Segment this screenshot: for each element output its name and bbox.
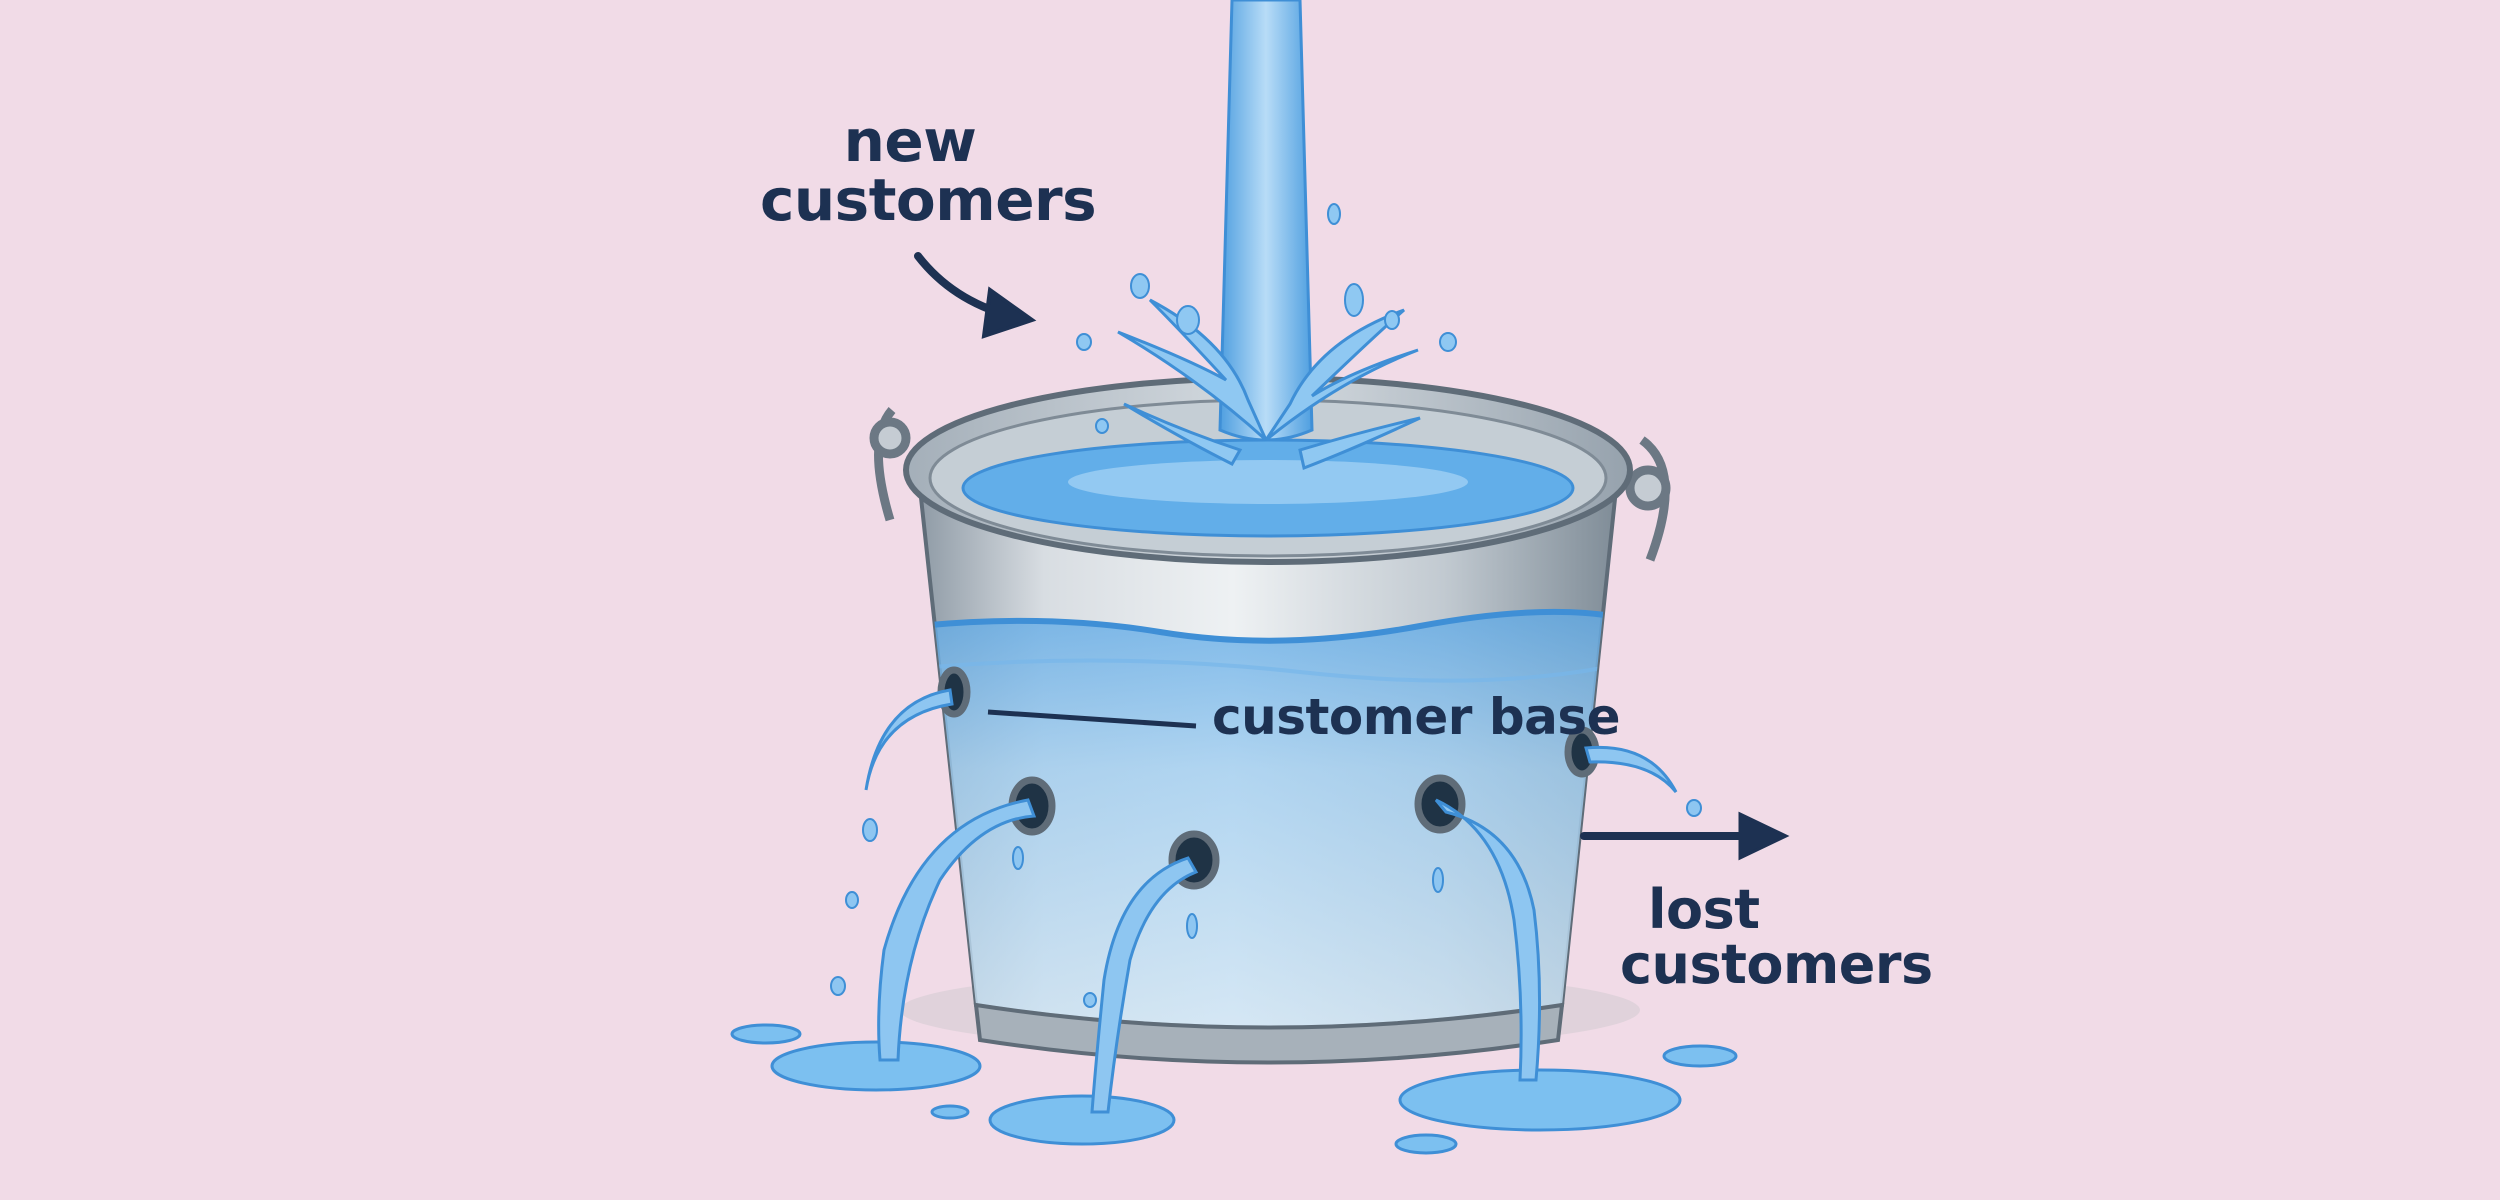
customer-base-label: customer base — [1212, 688, 1621, 746]
bucket-handle — [869, 407, 1671, 562]
new-customers-line-2: customers — [760, 166, 1097, 235]
arrow-new-customers — [914, 252, 1037, 339]
puddles — [730, 1023, 1738, 1155]
bucket-bottom-rim — [973, 1002, 1565, 1065]
leak-droplets — [830, 799, 1702, 1008]
lost-customers-line-2: customers — [1620, 933, 1933, 997]
new-customers-line-1: new — [843, 107, 977, 175]
arrow-lost-customers — [1580, 811, 1790, 861]
customer-base-pointer — [987, 709, 1197, 729]
droplets — [1076, 203, 1457, 434]
lost-customers-line-1: lost — [1648, 878, 1760, 941]
pouring-stream — [1218, 0, 1314, 442]
leak-streams — [864, 688, 1678, 1114]
new-customers-label: new customers — [760, 107, 1097, 235]
lost-customers-label: lost customers — [1620, 882, 1933, 992]
splash — [1117, 298, 1421, 471]
inner-water — [918, 611, 1618, 1028]
